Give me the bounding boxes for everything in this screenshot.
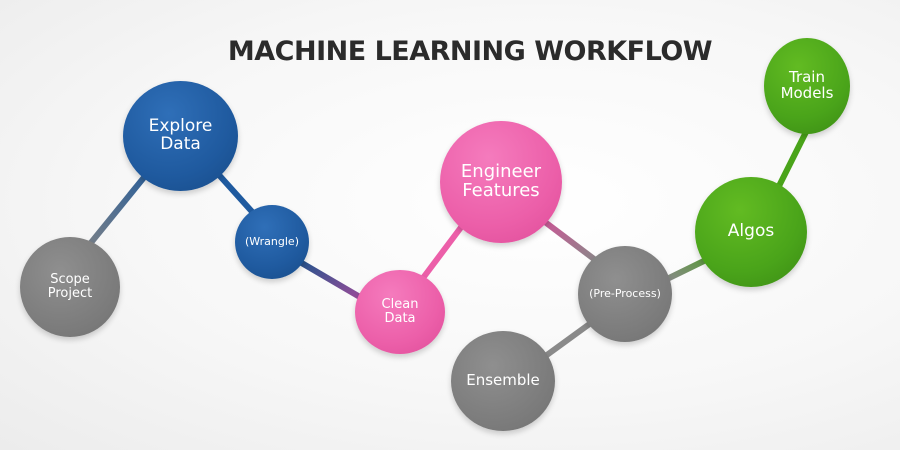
link-algos-train (775, 126, 811, 190)
link-preprocess-algos (663, 255, 712, 283)
node-ensemble: Ensemble (451, 331, 555, 431)
node-engineer-features: Engineer Features (440, 121, 562, 243)
node-scope-project: Scope Project (20, 237, 120, 337)
node-pre-process: (Pre-Process) (578, 246, 672, 342)
link-preprocess-ensemble (538, 317, 597, 363)
node-explore-data: Explore Data (123, 81, 238, 191)
node-clean-data: Clean Data (355, 270, 445, 354)
link-scope-explore (82, 168, 153, 252)
page-title: MACHINE LEARNING WORKFLOW (227, 36, 713, 67)
node-algos: Algos (695, 177, 807, 287)
link-clean-engineer (417, 220, 468, 284)
link-wrangle-clean (298, 259, 367, 303)
node-train-models: Train Models (764, 38, 850, 134)
link-engineer-preprocess (543, 219, 600, 265)
node-wrangle: (Wrangle) (235, 205, 309, 279)
